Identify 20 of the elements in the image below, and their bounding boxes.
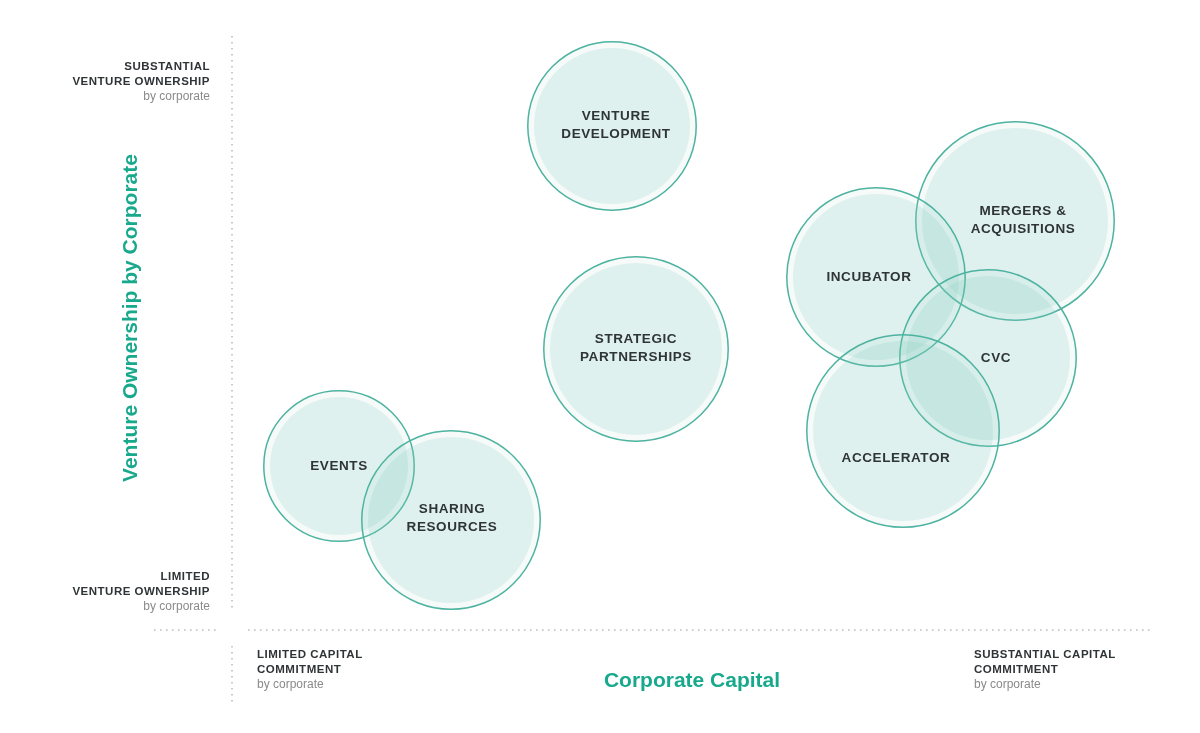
bubble — [543, 256, 729, 442]
bubble-label: VENTURE DEVELOPMENT — [561, 107, 671, 143]
axis-end-label: SUBSTANTIAL CAPITAL COMMITMENT — [974, 647, 1116, 677]
axis-end-label: LIMITED VENTURE OWNERSHIP — [72, 569, 210, 599]
axis-end-label: SUBSTANTIAL VENTURE OWNERSHIP — [72, 59, 210, 89]
axis-end-note: by corporate — [143, 89, 210, 104]
bubble-label: SHARING RESOURCES — [406, 500, 498, 536]
bubble-label: ACCELERATOR — [841, 449, 951, 467]
axis-end-note: by corporate — [974, 677, 1041, 692]
bubble — [527, 41, 697, 211]
axis-end-note: by corporate — [143, 599, 210, 614]
axis-end-note: by corporate — [257, 677, 324, 692]
bubble-label: EVENTS — [310, 457, 368, 475]
bubble-label: CVC — [980, 349, 1012, 367]
axis-title: Corporate Capital — [603, 668, 781, 692]
axis-end-label: LIMITED CAPITAL COMMITMENT — [257, 647, 363, 677]
bubble-label: STRATEGIC PARTNERSHIPS — [580, 330, 692, 366]
bubble-label: MERGERS & ACQUISITIONS — [970, 202, 1076, 238]
bubble-label: INCUBATOR — [826, 268, 912, 286]
axis-title: Venture Ownership by Corporate — [118, 154, 142, 482]
